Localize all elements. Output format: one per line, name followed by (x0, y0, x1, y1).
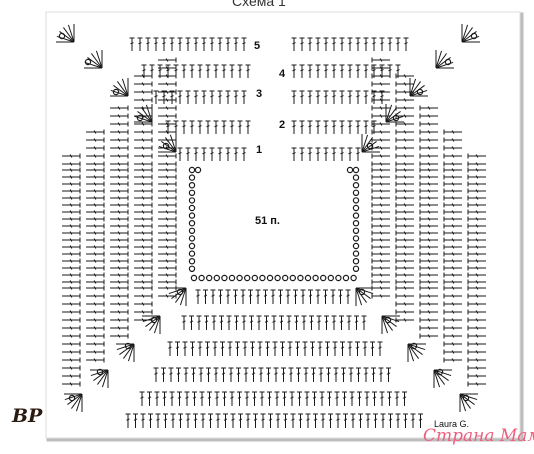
chain-loop-layer (58, 32, 478, 402)
row-number-1: 1 (256, 144, 263, 156)
chart-title: Схема 1 (232, 0, 286, 9)
stitch-layer (56, 24, 486, 428)
site-watermark: Страна Мам (423, 426, 534, 446)
row-number-2: 2 (279, 119, 286, 131)
paper-sheet (45, 11, 521, 439)
watermark-logo: BP (12, 405, 43, 427)
row-number-5: 5 (254, 40, 261, 52)
row-number-3: 3 (256, 88, 263, 100)
author-signature: Laura G. (434, 419, 470, 429)
row-number-4: 4 (279, 68, 286, 80)
center-chain-count: 51 п. (255, 215, 280, 227)
